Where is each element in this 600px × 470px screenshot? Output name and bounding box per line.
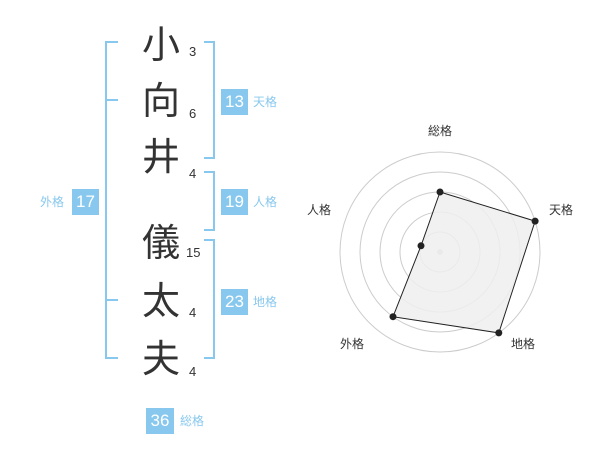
radar-point-3 [495,329,503,337]
jinkaku-value: 19 [221,189,248,215]
gaikaku-label: 外格 [40,195,65,209]
radar-axis-label-jinkaku: 人格 [307,203,332,217]
stroke-count-5: 4 [189,305,197,320]
tenkaku-value: 13 [221,89,248,115]
chikaku-bracket [204,239,215,359]
radar-axis-label-chikaku: 地格 [511,337,536,351]
name-char-2: 向 [141,79,180,123]
tenkaku-bracket [204,41,215,159]
radar-point-1 [436,188,444,196]
chikaku-label: 地格 [253,295,278,309]
radar-axis-label-gaikaku: 外格 [340,337,365,351]
radar-ring-5 [339,151,541,353]
stroke-count-6: 4 [189,364,197,379]
jinkaku-label: 人格 [253,195,278,209]
radar-axis-label-tenkaku: 天格 [549,203,574,217]
name-char-6: 夫 [141,337,180,381]
stroke-count-2: 6 [189,106,197,121]
gaikaku-bracket [105,41,118,359]
radar-point-4 [389,313,397,321]
name-char-1: 小 [141,23,180,67]
name-char-5: 太 [141,279,180,323]
gaikaku-value: 17 [72,189,99,215]
radar-axis-label-soukaku: 総格 [428,124,453,138]
radar-point-5 [417,242,425,250]
radar-point-2 [531,217,539,225]
jinkaku-bracket [204,171,215,231]
radar-series-polygon [392,191,536,334]
soukaku-label: 総格 [180,414,205,428]
stroke-count-1: 3 [189,44,197,59]
chikaku-value: 23 [221,289,248,315]
name-char-4: 儀 [141,221,180,265]
soukaku-value: 36 [146,408,174,434]
stroke-count-4: 15 [186,245,201,260]
name-char-3: 井 [141,135,180,179]
tenkaku-label: 天格 [253,95,278,109]
stroke-count-3: 4 [189,166,197,181]
